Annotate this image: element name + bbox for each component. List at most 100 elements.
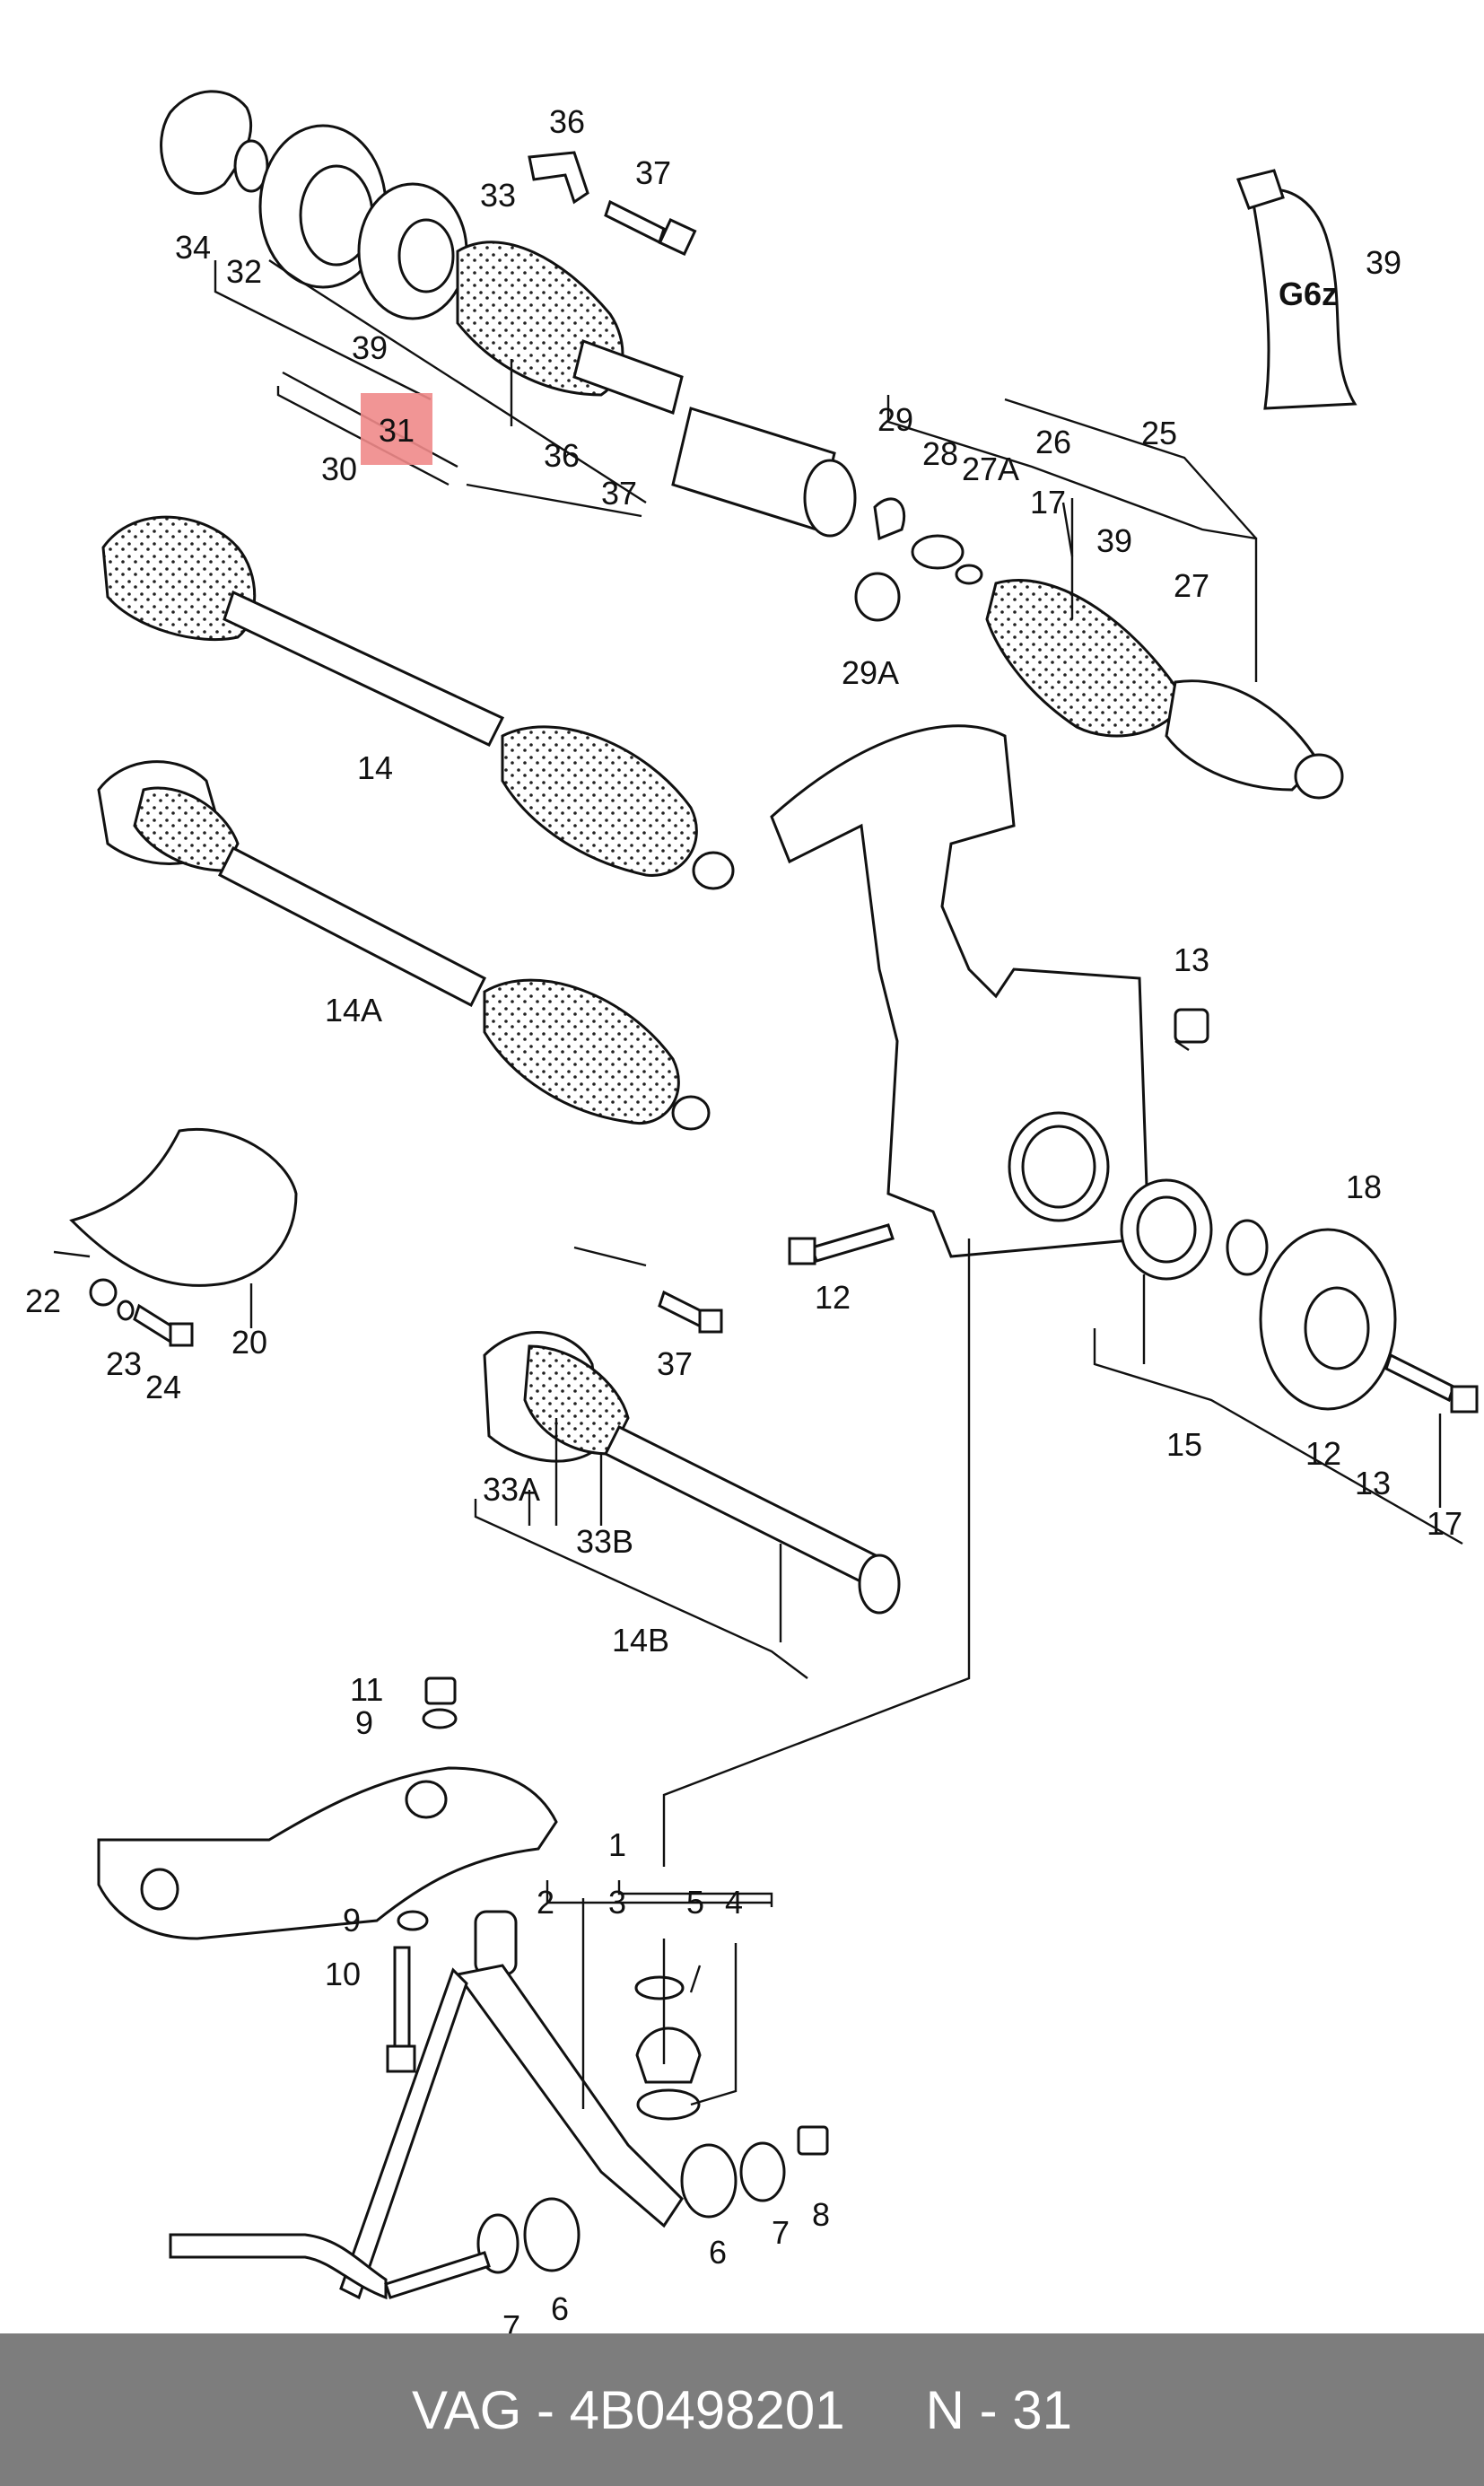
- label-7-right: 7: [772, 2214, 790, 2251]
- label-12: 12: [1305, 1435, 1341, 1472]
- label-1: 1: [608, 1826, 626, 1863]
- bushing-6-right: [680, 2143, 738, 2219]
- circlip-5: [634, 1975, 685, 2000]
- label-8: 8: [812, 2196, 830, 2233]
- bolt-10: [386, 1946, 416, 2073]
- washer-22: [89, 1278, 118, 1307]
- label-32: 32: [226, 253, 262, 290]
- ring-4: [636, 2088, 701, 2121]
- subframe: [97, 1766, 558, 1940]
- label-14A: 14A: [325, 992, 382, 1029]
- washer-7-right: [739, 2141, 786, 2202]
- label-10: 10: [325, 1956, 361, 1992]
- label-18: 18: [1346, 1169, 1382, 1205]
- washer-9-top: [422, 1708, 458, 1729]
- label-13-top: 13: [1174, 941, 1209, 978]
- label-29: 29: [877, 401, 913, 438]
- bolt-24: [133, 1303, 194, 1347]
- label-27: 27: [1174, 567, 1209, 604]
- clip-29: [873, 497, 906, 541]
- footer-bar: VAG - 4B0498201 N - 31: [0, 2333, 1484, 2486]
- label-39-top: 39: [352, 329, 388, 366]
- label-27A: 27A: [962, 451, 1019, 487]
- gasket-34: [160, 90, 253, 196]
- label-33B: 33B: [576, 1523, 633, 1560]
- wheel-hub-18: [1259, 1228, 1397, 1411]
- highlight-31: [361, 393, 432, 465]
- shaft-stub-top: [572, 339, 684, 415]
- label-29A: 29A: [842, 654, 899, 691]
- shaft-sleeve: [671, 407, 857, 538]
- bushing-2: [474, 1910, 518, 1976]
- label-17-top: 17: [1030, 484, 1066, 521]
- inner-joint-33: [357, 182, 468, 320]
- boot-27: [985, 579, 1186, 738]
- label-3: 3: [608, 1884, 626, 1921]
- stabilizer-bar: [169, 2233, 491, 2300]
- nut-11: [424, 1676, 457, 1705]
- ring-23: [117, 1300, 135, 1321]
- label-39-tube: 39: [1366, 244, 1401, 281]
- bolt-37-top: [604, 199, 697, 257]
- label-22: 22: [25, 1282, 61, 1319]
- footer-brand: VAG: [412, 2379, 522, 2440]
- bracket-36: [528, 151, 589, 205]
- outer-joint-25: [1165, 679, 1344, 800]
- label-31: 31: [379, 412, 415, 449]
- dish-ring-28: [911, 534, 965, 570]
- washer-9-bottom: [397, 1910, 429, 1931]
- cap-29A: [854, 572, 901, 622]
- label-2: 2: [537, 1884, 554, 1921]
- bolt-12: [788, 1223, 895, 1265]
- label-6-left: 6: [551, 2290, 569, 2327]
- label-25: 25: [1141, 415, 1177, 451]
- bolt-37-mid: [658, 1290, 723, 1334]
- label-26: 26: [1035, 424, 1071, 460]
- label-28: 28: [922, 435, 958, 472]
- footer-part-number: 4B0498201: [569, 2379, 845, 2440]
- exploded-parts-diagram: G6z: [25, 90, 1479, 2333]
- nut-8: [797, 2125, 829, 2156]
- label-14: 14: [357, 749, 393, 786]
- flange-joint: [258, 124, 388, 289]
- label-30: 30: [321, 451, 357, 487]
- label-20: 20: [231, 1324, 267, 1361]
- drive-shaft-14A: [97, 760, 711, 1131]
- label-36: 36: [544, 437, 580, 474]
- label-39-right: 39: [1096, 522, 1132, 559]
- label-15: 15: [1166, 1426, 1202, 1463]
- label-13: 13: [1355, 1465, 1391, 1501]
- heat-shield-20: [69, 1128, 298, 1287]
- bolt-17: [1384, 1352, 1479, 1414]
- label-37: 37: [601, 475, 637, 512]
- circlip-hub: [1226, 1219, 1269, 1276]
- label-33: 33: [480, 177, 516, 214]
- grease-tube-39: G6z: [1236, 169, 1357, 410]
- label-11: 11: [350, 1671, 383, 1708]
- label-33A: 33A: [483, 1471, 540, 1508]
- label-36-top: 36: [549, 103, 585, 140]
- label-34: 34: [175, 229, 211, 266]
- drive-shaft-14B: [483, 1331, 901, 1615]
- drive-shaft-14: [101, 515, 735, 890]
- label-9: 9: [343, 1902, 361, 1939]
- label-9-top: 9: [355, 1704, 373, 1741]
- label-17: 17: [1427, 1505, 1462, 1542]
- control-arm: [339, 1964, 684, 2300]
- bushing-6-left: [523, 2197, 581, 2272]
- label-37-mid: 37: [657, 1345, 693, 1382]
- wheel-bearing: [1120, 1178, 1213, 1281]
- label-4: 4: [725, 1884, 743, 1921]
- label-12-top: 12: [815, 1279, 851, 1316]
- washer-7-left: [476, 2213, 519, 2274]
- steering-knuckle: [770, 724, 1150, 1258]
- label-37-top: 37: [635, 154, 671, 191]
- label-14B: 14B: [612, 1622, 669, 1659]
- tube-text: G6z: [1279, 276, 1338, 312]
- label-5: 5: [686, 1884, 704, 1921]
- label-7-left: 7: [502, 2308, 520, 2333]
- label-24: 24: [145, 1369, 181, 1405]
- label-6-right: 6: [709, 2234, 727, 2271]
- ball-joint-3: [635, 2026, 702, 2084]
